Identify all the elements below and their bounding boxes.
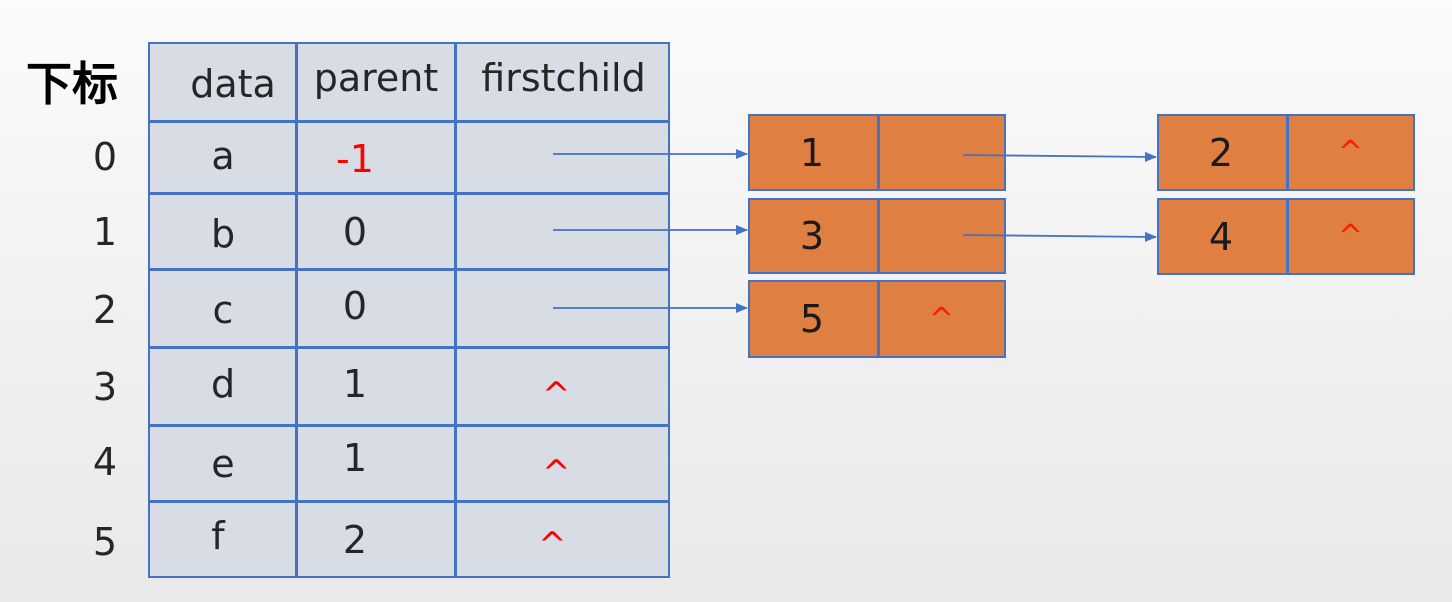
index-4: 4 xyxy=(92,440,118,484)
child-node-next-null: ^ xyxy=(1337,135,1364,170)
node-divider xyxy=(1286,200,1289,273)
child-node-4: 4 ^ xyxy=(1157,198,1415,275)
row-3-data: d xyxy=(210,362,236,406)
row-5-parent: 2 xyxy=(342,518,368,562)
node-divider xyxy=(877,200,880,272)
child-node-next-null: ^ xyxy=(1337,219,1364,254)
row-divider xyxy=(150,500,668,503)
header-data: data xyxy=(190,62,276,106)
row-divider xyxy=(150,424,668,427)
header-firstchild: firstchild xyxy=(481,56,646,100)
node-divider xyxy=(877,282,880,356)
child-node-index: 4 xyxy=(1208,214,1234,259)
row-3-parent: 1 xyxy=(342,362,368,406)
row-2-parent: 0 xyxy=(342,284,368,328)
index-5: 5 xyxy=(92,520,118,564)
column-divider xyxy=(454,44,457,576)
row-1-data: b xyxy=(210,212,236,256)
index-1: 1 xyxy=(92,210,118,254)
row-4-parent: 1 xyxy=(342,436,368,480)
row-divider xyxy=(150,192,668,195)
arrow-node3-to-node4 xyxy=(962,231,1157,242)
child-node-1: 1 xyxy=(748,114,1006,191)
index-heading: 下标 xyxy=(26,57,118,111)
row-3-firstchild-null: ^ xyxy=(542,375,571,415)
column-divider xyxy=(295,44,298,576)
index-0: 0 xyxy=(92,135,118,179)
child-node-index: 1 xyxy=(799,130,825,175)
child-node-index: 5 xyxy=(799,297,825,341)
row-divider xyxy=(150,346,668,349)
child-node-index: 2 xyxy=(1208,130,1234,175)
child-node-next-null: ^ xyxy=(928,301,955,337)
row-divider xyxy=(150,268,668,271)
row-5-firstchild-null: ^ xyxy=(538,525,567,565)
row-0-data: a xyxy=(211,134,235,178)
child-node-2: 2 ^ xyxy=(1157,114,1415,191)
row-0-parent: -1 xyxy=(336,137,374,181)
node-divider xyxy=(1286,116,1289,189)
tree-array-table: data parent firstchild a -1 b 0 c 0 d 1 … xyxy=(148,42,670,578)
child-node-index: 3 xyxy=(799,214,825,258)
row-2-data: c xyxy=(212,288,234,332)
row-5-data: f xyxy=(211,514,225,558)
row-divider xyxy=(150,120,668,123)
index-2: 2 xyxy=(92,288,118,332)
index-3: 3 xyxy=(92,365,118,409)
node-divider xyxy=(877,116,880,189)
child-node-5: 5 ^ xyxy=(748,280,1006,358)
child-node-3: 3 xyxy=(748,198,1006,274)
arrow-node1-to-node2 xyxy=(962,151,1157,162)
header-parent: parent xyxy=(313,56,439,100)
row-4-data: e xyxy=(211,442,235,486)
row-1-parent: 0 xyxy=(342,210,368,254)
row-4-firstchild-null: ^ xyxy=(542,453,571,493)
